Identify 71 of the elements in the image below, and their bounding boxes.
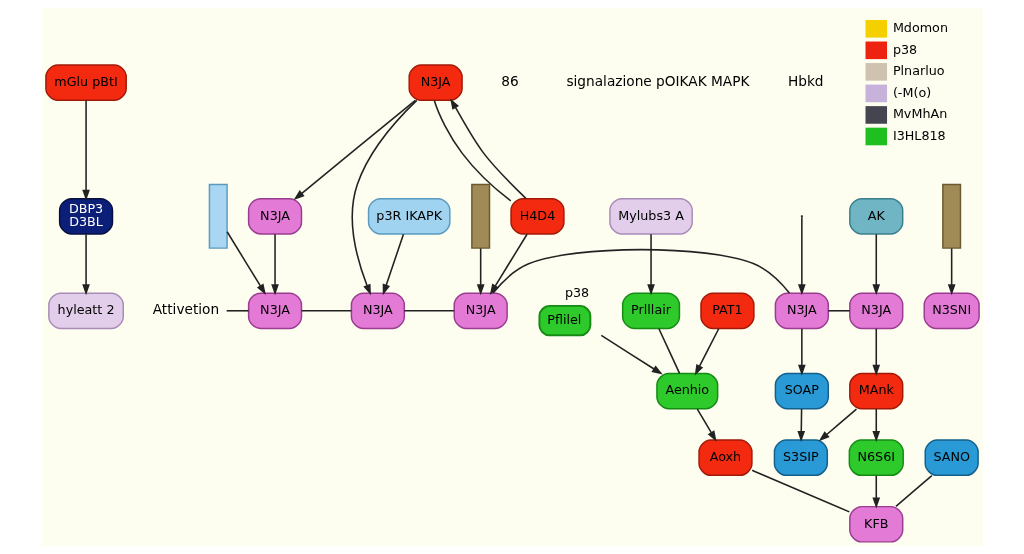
node-box: Prlllair [621, 292, 680, 330]
node-box: N3JA [453, 292, 508, 330]
arrow [81, 99, 90, 201]
node-box: Mylubs3 A [608, 197, 693, 235]
connector [657, 327, 680, 375]
node-box: MAnk [848, 372, 903, 410]
arrow [646, 233, 655, 296]
node-box: p3R IKAPK [367, 197, 451, 235]
arrow [871, 233, 880, 296]
arrow [696, 408, 717, 442]
node-bar [208, 183, 228, 249]
node-box: SOAP [774, 372, 829, 410]
node-box: N3SNI [923, 292, 980, 330]
node-box: PAT1 [699, 292, 755, 330]
arrow [293, 99, 416, 201]
arrow [476, 247, 485, 296]
label: signalazione pOIKAK MAPK [565, 73, 749, 90]
arrow [225, 230, 266, 295]
node-box: Aoxh [697, 439, 753, 477]
label: 86 [500, 73, 519, 90]
arrow [81, 233, 90, 296]
arrow [382, 233, 404, 296]
connector [433, 99, 512, 202]
node-box: N3JA [350, 292, 405, 330]
node-box: S3SIP [773, 439, 828, 477]
arrow [818, 408, 857, 442]
node-box: SANO [924, 439, 979, 477]
node-box: N3JA [247, 197, 302, 235]
legend-label: Plnarluo [892, 63, 945, 79]
node-box: hyleatt 2 [47, 292, 124, 330]
arrow [947, 247, 955, 296]
node-label: p38 [564, 285, 589, 301]
arrow [694, 327, 719, 376]
node-box: H4D4 [509, 197, 565, 235]
legend-label: Mdomon [892, 20, 948, 36]
arrow [489, 233, 528, 295]
node-box: mGlu pBtI [44, 64, 127, 101]
node-box: Aenhio [655, 372, 718, 410]
node-box: N6S6I [848, 439, 904, 477]
arrow [871, 327, 880, 376]
connector [403, 310, 455, 312]
connector [225, 310, 249, 312]
arrow [351, 99, 418, 296]
node-bar [470, 183, 490, 249]
connector [827, 310, 850, 312]
arrow [600, 334, 663, 375]
node-box: N3JA [247, 292, 302, 330]
legend-label: (-M(o) [892, 84, 931, 100]
arrow [449, 98, 527, 200]
arrow [871, 408, 880, 442]
arrow [270, 233, 279, 296]
node-box: AK [848, 197, 903, 235]
connector [300, 310, 352, 312]
legend-label: MvMhAn [892, 106, 947, 122]
arrow [797, 216, 806, 296]
connector [750, 469, 850, 513]
node-box: N3JA [774, 292, 829, 330]
node-box: N3JA [848, 292, 903, 330]
node-text: Attivetion [152, 301, 219, 318]
node-bar [941, 183, 961, 249]
node-box: N3JA [407, 64, 463, 101]
connector [894, 474, 933, 508]
connector [491, 248, 790, 294]
arrow [797, 327, 806, 376]
label: Hbkd [787, 73, 824, 90]
legend-label: p38 [892, 41, 917, 57]
node-box: KFB [848, 505, 903, 543]
node-box: DBP3 D3BL [58, 197, 113, 235]
arrow [796, 408, 805, 442]
arrow [871, 474, 880, 509]
legend-label: I3HL818 [892, 127, 946, 143]
